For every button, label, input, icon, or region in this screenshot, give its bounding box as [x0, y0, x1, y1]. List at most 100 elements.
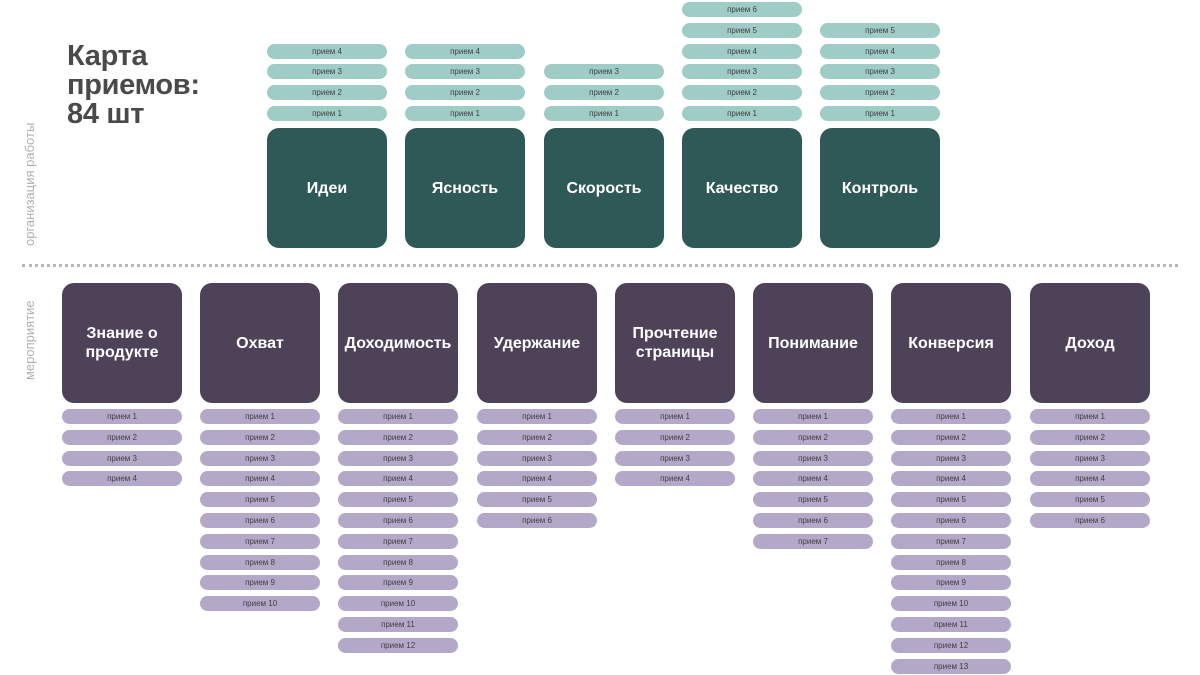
technique-pill[interactable]: прием 3 — [477, 450, 597, 466]
technique-pill[interactable]: прием 2 — [405, 85, 525, 101]
technique-pill[interactable]: прием 6 — [200, 513, 320, 528]
technique-pill[interactable]: прием 7 — [753, 533, 873, 549]
technique-pill[interactable]: прием 11 — [891, 617, 1011, 632]
technique-pill[interactable]: прием 10 — [338, 596, 458, 612]
technique-pill[interactable]: прием 4 — [267, 43, 387, 59]
event-stage-card[interactable]: Понимание — [753, 283, 873, 403]
technique-pill[interactable]: прием 4 — [682, 43, 802, 59]
technique-pill[interactable]: прием 7 — [891, 533, 1011, 549]
technique-pill[interactable]: прием 3 — [753, 450, 873, 466]
technique-pill[interactable]: прием 3 — [200, 450, 320, 466]
technique-pill[interactable]: прием 11 — [338, 617, 458, 632]
technique-pill[interactable]: прием 3 — [682, 64, 802, 80]
technique-pill[interactable]: прием 6 — [477, 513, 597, 528]
technique-pill[interactable]: прием 5 — [753, 492, 873, 508]
technique-pill[interactable]: прием 7 — [200, 533, 320, 549]
technique-pill[interactable]: прием 12 — [338, 637, 458, 653]
technique-pill[interactable]: прием 1 — [544, 106, 664, 121]
technique-pill[interactable]: прием 4 — [405, 43, 525, 59]
technique-pill[interactable]: прием 6 — [682, 2, 802, 17]
technique-pill[interactable]: прием 9 — [200, 575, 320, 591]
event-stage-card[interactable]: Удержание — [477, 283, 597, 403]
side-label-work-organization: организация работы — [22, 122, 37, 246]
technique-pill[interactable]: прием 1 — [62, 409, 182, 424]
technique-pill[interactable]: прием 1 — [477, 409, 597, 424]
technique-pill[interactable]: прием 1 — [267, 106, 387, 121]
work-category-card[interactable]: Качество — [682, 128, 802, 248]
technique-pill[interactable]: прием 3 — [891, 450, 1011, 466]
technique-pill[interactable]: прием 4 — [338, 471, 458, 487]
technique-pill[interactable]: прием 1 — [891, 409, 1011, 424]
technique-pill[interactable]: прием 2 — [820, 85, 940, 101]
technique-pill[interactable]: прием 3 — [338, 450, 458, 466]
event-stage-card[interactable]: Охват — [200, 283, 320, 403]
technique-pill[interactable]: прием 1 — [338, 409, 458, 424]
technique-pill[interactable]: прием 4 — [477, 471, 597, 487]
technique-pill[interactable]: прием 5 — [820, 22, 940, 38]
technique-pill[interactable]: прием 13 — [891, 658, 1011, 674]
technique-pill[interactable]: прием 3 — [544, 64, 664, 80]
technique-pill[interactable]: прием 12 — [891, 637, 1011, 653]
work-category-card[interactable]: Ясность — [405, 128, 525, 248]
technique-pill[interactable]: прием 4 — [200, 471, 320, 487]
technique-pill[interactable]: прием 6 — [753, 513, 873, 528]
technique-pill[interactable]: прием 2 — [544, 85, 664, 101]
technique-pill[interactable]: прием 1 — [682, 106, 802, 121]
event-stage-card[interactable]: Прочтение страницы — [615, 283, 735, 403]
technique-pill[interactable]: прием 4 — [820, 43, 940, 59]
technique-pill[interactable]: прием 9 — [891, 575, 1011, 591]
technique-pill[interactable]: прием 2 — [62, 429, 182, 445]
technique-pill[interactable]: прием 1 — [615, 409, 735, 424]
technique-pill[interactable]: прием 5 — [682, 22, 802, 38]
technique-pill[interactable]: прием 2 — [615, 429, 735, 445]
technique-pill[interactable]: прием 3 — [267, 64, 387, 80]
event-stage-card[interactable]: Доход — [1030, 283, 1150, 403]
technique-pill[interactable]: прием 4 — [615, 471, 735, 487]
technique-pill[interactable]: прием 2 — [200, 429, 320, 445]
technique-pill[interactable]: прием 5 — [1030, 492, 1150, 508]
title-line-1: Карта — [67, 40, 148, 72]
technique-pill[interactable]: прием 8 — [200, 554, 320, 570]
technique-pill[interactable]: прием 3 — [615, 450, 735, 466]
technique-pill[interactable]: прием 5 — [200, 492, 320, 508]
event-stage-card[interactable]: Конверсия — [891, 283, 1011, 403]
technique-pill[interactable]: прием 2 — [267, 85, 387, 101]
technique-pill[interactable]: прием 9 — [338, 575, 458, 591]
technique-pill[interactable]: прием 1 — [820, 106, 940, 121]
technique-pill[interactable]: прием 5 — [477, 492, 597, 508]
technique-pill[interactable]: прием 1 — [405, 106, 525, 121]
technique-pill[interactable]: прием 8 — [338, 554, 458, 570]
technique-pill[interactable]: прием 4 — [1030, 471, 1150, 487]
technique-pill[interactable]: прием 2 — [338, 429, 458, 445]
technique-pill[interactable]: прием 6 — [891, 513, 1011, 528]
technique-pill[interactable]: прием 2 — [682, 85, 802, 101]
technique-pill[interactable]: прием 10 — [891, 596, 1011, 612]
technique-pill[interactable]: прием 3 — [62, 450, 182, 466]
technique-pill[interactable]: прием 10 — [200, 596, 320, 612]
technique-pill[interactable]: прием 1 — [1030, 409, 1150, 424]
section-divider — [22, 264, 1178, 267]
event-stage-card[interactable]: Доходимость — [338, 283, 458, 403]
work-category-card[interactable]: Идеи — [267, 128, 387, 248]
technique-pill[interactable]: прием 5 — [338, 492, 458, 508]
technique-pill[interactable]: прием 2 — [1030, 429, 1150, 445]
technique-pill[interactable]: прием 5 — [891, 492, 1011, 508]
technique-pill[interactable]: прием 4 — [891, 471, 1011, 487]
technique-pill[interactable]: прием 1 — [753, 409, 873, 424]
technique-pill[interactable]: прием 2 — [477, 429, 597, 445]
event-stage-card[interactable]: Знание о продукте — [62, 283, 182, 403]
work-category-card[interactable]: Контроль — [820, 128, 940, 248]
technique-pill[interactable]: прием 7 — [338, 533, 458, 549]
technique-pill[interactable]: прием 3 — [405, 64, 525, 80]
technique-pill[interactable]: прием 3 — [820, 64, 940, 80]
work-category-card[interactable]: Скорость — [544, 128, 664, 248]
technique-pill[interactable]: прием 4 — [62, 471, 182, 487]
technique-pill[interactable]: прием 6 — [1030, 513, 1150, 528]
technique-pill[interactable]: прием 4 — [753, 471, 873, 487]
technique-pill[interactable]: прием 2 — [891, 429, 1011, 445]
technique-pill[interactable]: прием 2 — [753, 429, 873, 445]
technique-pill[interactable]: прием 6 — [338, 513, 458, 528]
technique-pill[interactable]: прием 8 — [891, 554, 1011, 570]
technique-pill[interactable]: прием 3 — [1030, 450, 1150, 466]
technique-pill[interactable]: прием 1 — [200, 409, 320, 424]
